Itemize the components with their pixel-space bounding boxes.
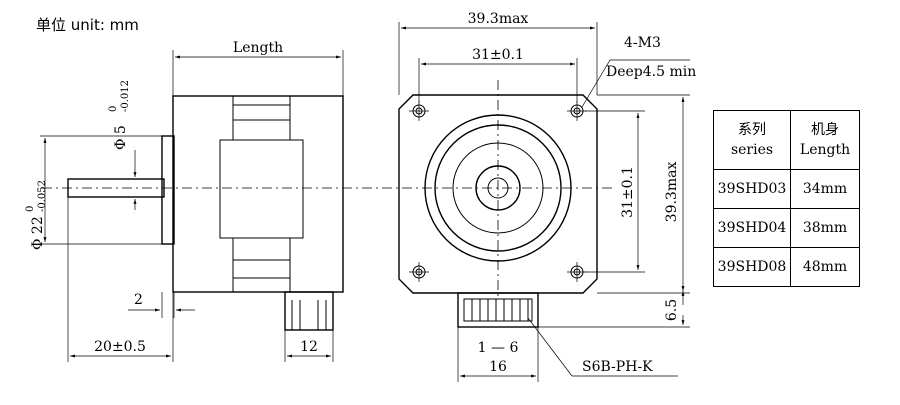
body-detail-right bbox=[289, 96, 304, 292]
connector-width-label: 12 bbox=[300, 339, 318, 355]
front-connector-pins bbox=[463, 298, 533, 322]
hole-spec-count: 4-M3 bbox=[624, 35, 661, 51]
hole-spec-depth: Deep4.5 min bbox=[606, 64, 696, 80]
header-length: 机身 Length bbox=[790, 110, 860, 170]
header-series: 系列 series bbox=[713, 110, 791, 170]
series-cell: 39SHD04 bbox=[713, 208, 791, 248]
side-connector bbox=[284, 291, 334, 331]
connector-model-label: S6B-PH-K bbox=[582, 359, 653, 375]
series-cell: 39SHD03 bbox=[713, 169, 791, 209]
front-shaft-outer bbox=[475, 165, 521, 211]
motor-body bbox=[172, 95, 344, 293]
body-detail-left bbox=[219, 96, 234, 292]
motor-shaft bbox=[67, 178, 165, 198]
front-inner-ring bbox=[452, 142, 544, 234]
front-flange bbox=[398, 94, 598, 294]
front-shaft-inner bbox=[487, 177, 509, 199]
overall-width-label: 39.3max bbox=[468, 11, 529, 27]
front-view: 39.3max 31±0.1 4-M3 Deep4.5 min 31±0.1 3… bbox=[382, 11, 696, 382]
shaft-diameter: Φ 5 bbox=[113, 125, 129, 150]
table-row: 39SHD08 48mm bbox=[713, 247, 860, 287]
hole-spacing-h-label: 31±0.1 bbox=[472, 47, 524, 63]
length-cell: 38mm bbox=[790, 208, 860, 248]
front-connector bbox=[457, 292, 539, 328]
front-outer-ring bbox=[424, 114, 572, 262]
pin-range-label: 1 — 6 bbox=[478, 340, 519, 356]
table-row: 39SHD03 34mm bbox=[713, 169, 860, 209]
connector-pin-slots bbox=[471, 299, 529, 321]
series-cell: 39SHD08 bbox=[713, 247, 791, 287]
boss-diameter: Φ 22 bbox=[30, 216, 46, 250]
length-cell: 34mm bbox=[790, 169, 860, 209]
shaft-tol-lower: -0.012 bbox=[120, 80, 131, 112]
unit-label: 单位 unit: mm bbox=[36, 16, 139, 34]
overall-height-label: 39.3max bbox=[664, 162, 680, 223]
shaft-tol-upper: 0 bbox=[108, 106, 119, 112]
shaft-length-label: 20±0.5 bbox=[94, 339, 146, 355]
boss-tol-upper: 0 bbox=[25, 206, 36, 212]
front-connector-width-label: 16 bbox=[489, 359, 507, 375]
hole-spacing-v-label: 31±0.1 bbox=[620, 166, 636, 218]
mounting-holes bbox=[409, 101, 587, 282]
spec-table-header: 系列 series 机身 Length bbox=[713, 110, 860, 170]
boss-height-label: 2 bbox=[134, 292, 143, 308]
front-boss-ring bbox=[434, 124, 562, 252]
boss-tol-lower: -0.052 bbox=[37, 180, 48, 212]
length-cell: 48mm bbox=[790, 247, 860, 287]
spec-table: 系列 series 机身 Length 39SHD03 34mm 39SHD04… bbox=[713, 110, 860, 287]
side-view: Length Φ 5 0 -0.012 Φ 22 0 -0.052 2 2 bbox=[25, 40, 380, 362]
length-label: Length bbox=[233, 40, 283, 56]
mounting-boss bbox=[161, 135, 175, 245]
connector-height-label: 6.5 bbox=[664, 299, 680, 321]
table-row: 39SHD04 38mm bbox=[713, 208, 860, 248]
